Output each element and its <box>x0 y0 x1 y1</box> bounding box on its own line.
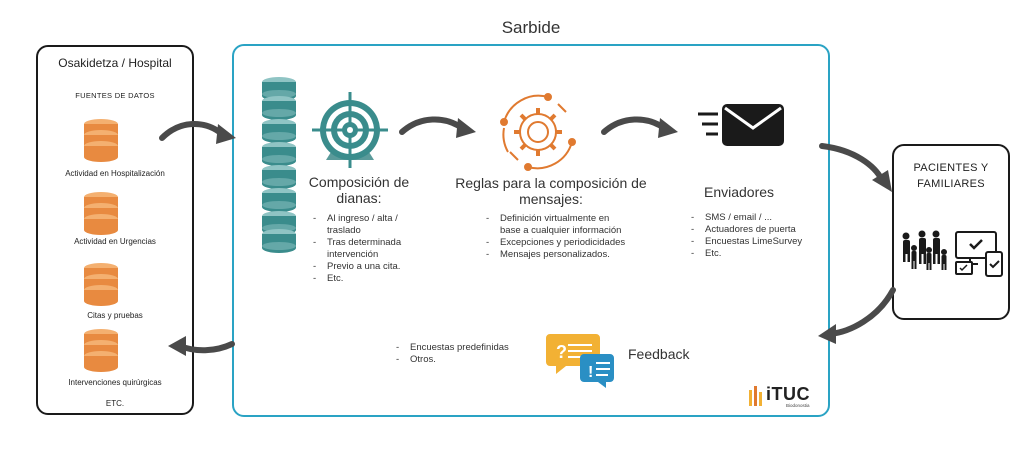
targets-list: Al ingreso / alta / traslado Tras determ… <box>313 213 428 285</box>
arrow-sources-to-sarbide <box>159 120 225 141</box>
targets-item: Al ingreso / alta / traslado <box>313 213 428 237</box>
targets-item: Tras determinada intervención <box>313 237 428 261</box>
rules-list: Definición virtualmente en base a cualqu… <box>486 213 626 261</box>
feedback-item: Otros. <box>396 354 536 366</box>
source-label-surgery: Intervenciones quirúrgicas <box>68 378 162 387</box>
targets-item: Etc. <box>313 273 428 285</box>
source-label-appointments: Citas y pruebas <box>87 311 143 320</box>
target-icon <box>312 92 388 168</box>
rules-item: Excepciones y periodicidades <box>486 237 626 249</box>
senders-item: Etc. <box>691 248 821 260</box>
database-icon-appointments <box>84 263 118 306</box>
senders-item: Encuestas LimeSurvey <box>691 236 821 248</box>
database-icon-surgery <box>84 329 118 372</box>
rules-heading: Reglas para la composición de mensajes: <box>455 175 647 207</box>
feedback-chat-icon: ? ! <box>546 334 614 388</box>
devices-icon <box>955 231 1003 277</box>
itu-logo-subtext: Biodonostia <box>786 403 810 408</box>
arrow-rules-to-senders <box>601 116 667 135</box>
rules-item: Definición virtualmente en base a cualqu… <box>486 213 626 237</box>
senders-item: Actuadores de puerta <box>691 224 821 236</box>
source-label-etc: ETC. <box>105 399 125 408</box>
svg-text:!: ! <box>588 364 593 381</box>
senders-item: SMS / email / ... <box>691 212 821 224</box>
arrow-heads <box>168 118 892 356</box>
source-label-hospitalization: Actividad en Hospitalización <box>65 169 165 178</box>
senders-heading: Enviadores <box>704 184 775 200</box>
family-icon <box>902 230 947 270</box>
targets-item: Previo a una cita. <box>313 261 428 273</box>
database-icon-hospitalization <box>84 119 118 162</box>
source-label-emergency: Actividad en Urgencias <box>74 237 156 246</box>
feedback-item: Encuestas predefinidas <box>396 342 536 354</box>
database-icon-emergency <box>84 192 118 235</box>
senders-list: SMS / email / ... Actuadores de puerta E… <box>691 212 821 260</box>
gear-icon <box>500 93 576 171</box>
feedback-label: Feedback <box>628 346 690 362</box>
arrow-patients-to-feedback <box>827 287 896 337</box>
envelope-icon <box>698 104 784 146</box>
rules-item: Mensajes personalizados. <box>486 249 626 261</box>
feedback-list: Encuestas predefinidas Otros. <box>396 342 536 366</box>
svg-text:?: ? <box>556 342 567 362</box>
arrow-senders-to-patients <box>819 143 885 183</box>
patients-title: PACIENTES Y FAMILIARES <box>913 162 989 190</box>
targets-heading: Composición de dianas: <box>308 174 410 206</box>
left-panel-subtitle: FUENTES DE DATOS <box>75 91 155 100</box>
itu-logo-text: iTUC <box>766 384 810 404</box>
database-stack-icon <box>262 77 296 253</box>
arrow-sarbide-to-sources <box>177 341 235 354</box>
left-panel-title: Osakidetza / Hospital <box>58 56 172 70</box>
diagram-title: Sarbide <box>501 18 561 37</box>
logo-bars-icon <box>749 386 762 406</box>
arrow-targets-to-rules <box>399 116 465 135</box>
